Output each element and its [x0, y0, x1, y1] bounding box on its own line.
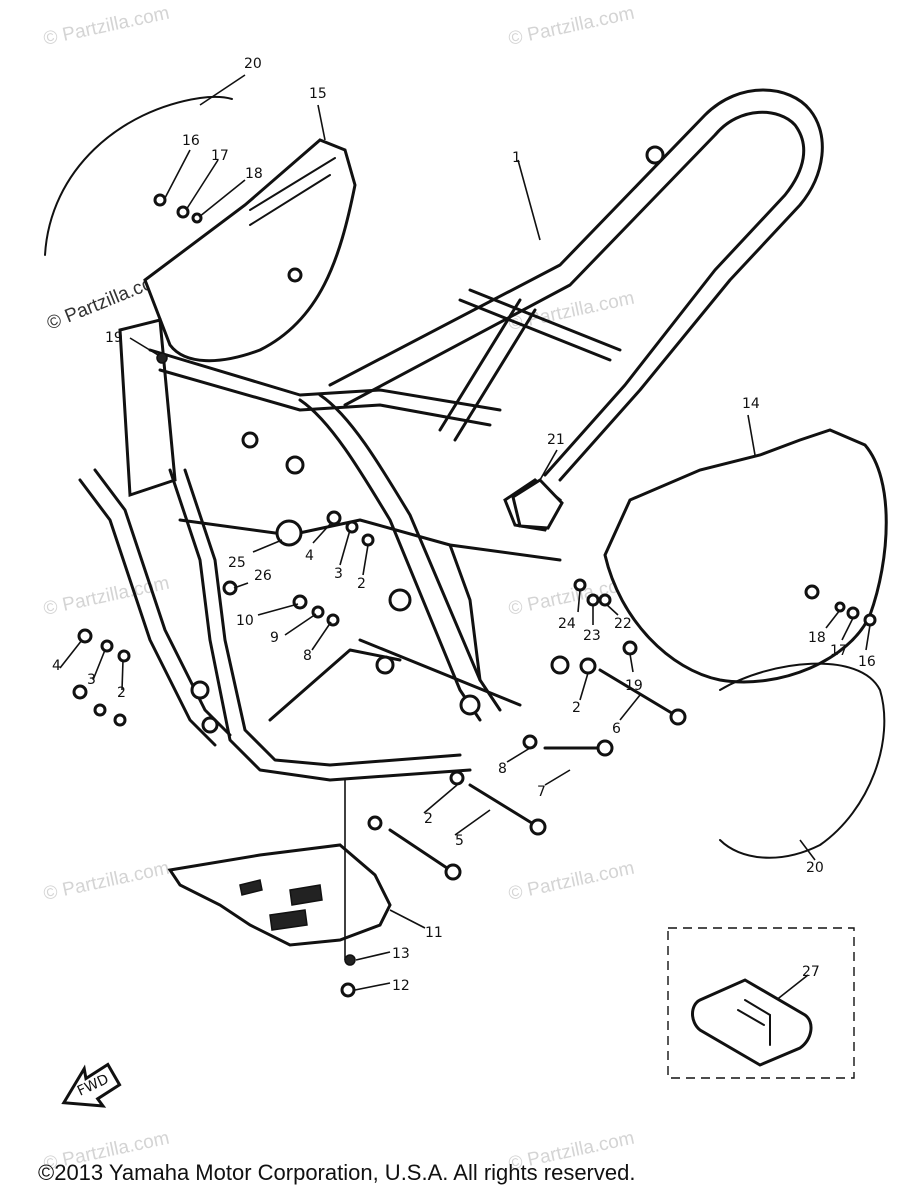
fwd-arrow-icon: FWD: [61, 1062, 122, 1108]
watermark-text: © Partzilla.com: [42, 3, 172, 50]
callout-20-top: 20: [244, 56, 262, 72]
frame-rear-loop: [328, 88, 824, 482]
callout-13: 13: [392, 946, 410, 962]
callout-8-left: 8: [303, 648, 312, 664]
callout-3-center: 3: [334, 566, 343, 582]
callout-17-right: 17: [830, 643, 848, 659]
callout-27: 27: [802, 964, 820, 980]
kit-box: [667, 927, 855, 1079]
callout-2-center: 2: [357, 576, 366, 592]
skid-plate: [167, 780, 392, 998]
copyright-notice: ©2013 Yamaha Motor Corporation, U.S.A. A…: [38, 1160, 636, 1185]
watermark-text: © Partzilla.com: [42, 573, 172, 620]
callout-labels: 20 15 1 16 17 18 19 14 21 25 4 3 2 26 10…: [52, 56, 876, 994]
callout-25: 25: [228, 555, 246, 571]
callout-24: 24: [558, 616, 576, 632]
callout-22: 22: [614, 616, 632, 632]
callout-2-bolt5: 2: [424, 811, 433, 827]
callout-2-bolt6: 2: [572, 700, 581, 716]
callout-8-right: 8: [498, 761, 507, 777]
callout-1: 1: [512, 150, 521, 166]
callout-2-left: 2: [117, 685, 126, 701]
frame-main-cradle: [78, 318, 570, 782]
callout-5: 5: [455, 833, 464, 849]
callout-19-left: 19: [105, 330, 123, 346]
callout-16-right: 16: [858, 654, 876, 670]
callout-23: 23: [583, 628, 601, 644]
callout-15: 15: [309, 86, 327, 102]
callout-26: 26: [254, 568, 272, 584]
leader-lines: [59, 74, 871, 1006]
callout-12: 12: [392, 978, 410, 994]
callout-18-right: 18: [808, 630, 826, 646]
callout-14: 14: [742, 396, 760, 412]
callout-3-left: 3: [87, 672, 96, 688]
side-cover-left: [44, 95, 357, 363]
callout-19-right: 19: [625, 678, 643, 694]
watermark-text: © Partzilla.com: [507, 3, 637, 50]
callout-4-center: 4: [305, 548, 314, 564]
callout-9: 9: [270, 630, 279, 646]
callout-16-left: 16: [182, 133, 200, 149]
callout-6: 6: [612, 721, 621, 737]
watermark-text: © Partzilla.com: [507, 858, 637, 905]
bolts: [367, 657, 687, 881]
callout-4-left: 4: [52, 658, 61, 674]
callout-11: 11: [425, 925, 443, 941]
callout-18-left: 18: [245, 166, 263, 182]
watermark-text: © Partzilla.com: [42, 858, 172, 905]
callout-10: 10: [236, 613, 254, 629]
callout-20-bottom: 20: [806, 860, 824, 876]
callout-17-left: 17: [211, 148, 229, 164]
callout-21: 21: [547, 432, 565, 448]
side-cover-right: [603, 428, 888, 859]
callout-7: 7: [537, 784, 546, 800]
